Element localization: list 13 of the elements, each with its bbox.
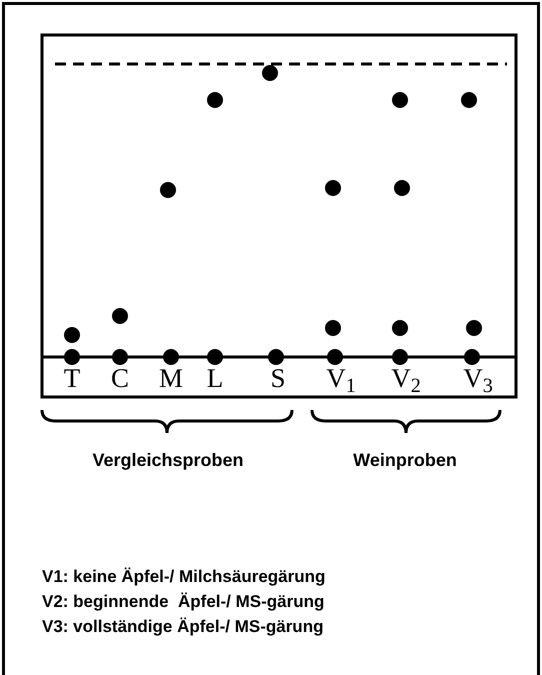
- lane-label: V$_{1}$: [326, 362, 356, 394]
- lane-label: V$_{2}$: [391, 362, 421, 394]
- lane-label: S: [270, 362, 286, 394]
- lane-label: M: [159, 362, 183, 394]
- lane-label: T: [64, 362, 80, 394]
- note: V3: vollständige Äpfel-/ MS-gärung: [42, 616, 324, 638]
- lane-label: V$_{3}$: [463, 362, 493, 394]
- lane-label: L: [206, 362, 224, 394]
- note: V1: keine Äpfel-/ Milchsäuregärung: [42, 566, 326, 588]
- note: V2: beginnende Äpfel-/ MS-gärung: [42, 591, 324, 613]
- group-label: Weinproben: [353, 449, 457, 471]
- lane-label: C: [111, 362, 129, 394]
- group-label: Vergleichsproben: [92, 449, 244, 471]
